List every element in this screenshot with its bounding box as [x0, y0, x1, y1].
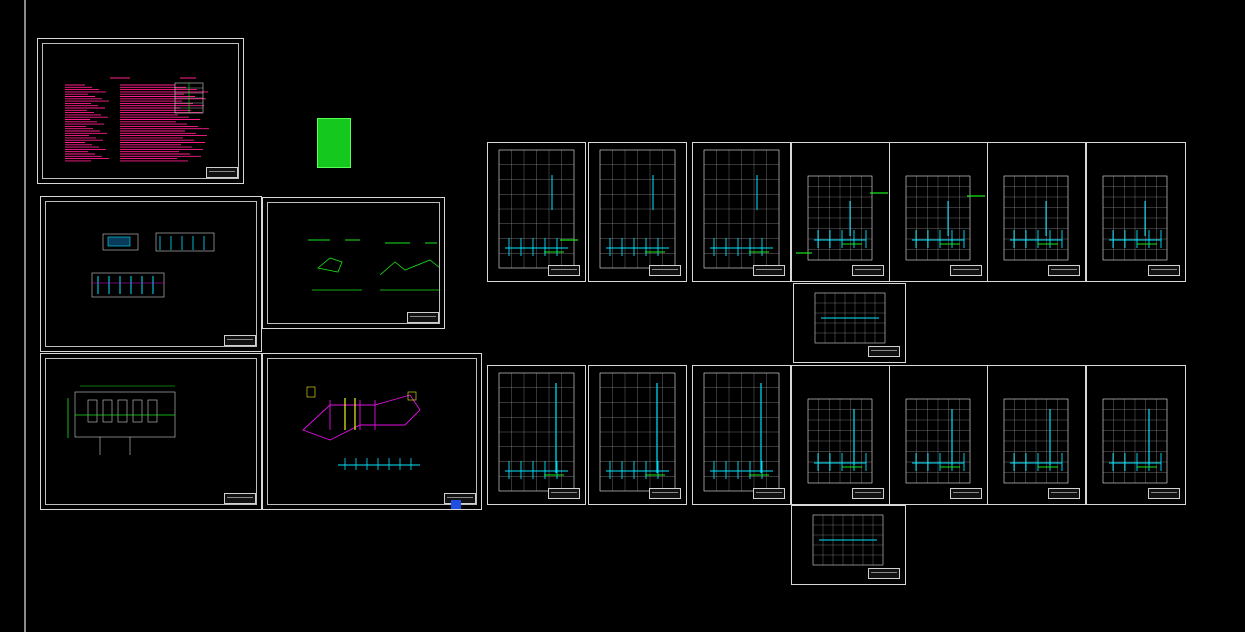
- sheet-floor-plan[interactable]: [692, 365, 791, 505]
- plan-outline: [498, 372, 575, 492]
- title-block: [548, 265, 580, 276]
- title-block: [950, 488, 982, 499]
- plan-outline: [703, 372, 780, 492]
- blue-selection-marker[interactable]: [451, 500, 461, 509]
- sheet-floor-plan[interactable]: [987, 365, 1086, 505]
- plan-outline: [703, 149, 780, 269]
- title-block: [868, 568, 900, 579]
- plan-outline: [807, 398, 873, 484]
- plan-outline: [498, 149, 575, 269]
- sheet-equipment-room-plan[interactable]: [40, 196, 262, 352]
- title-block: [1148, 265, 1180, 276]
- title-block: [1048, 265, 1080, 276]
- sheet-inner-border: [45, 358, 257, 505]
- title-block: [224, 493, 256, 504]
- title-block: [548, 488, 580, 499]
- sheet-pump-room-layout[interactable]: [40, 353, 262, 510]
- sheet-floor-plan[interactable]: [791, 365, 890, 505]
- sheet-inner-border: [267, 358, 477, 505]
- title-block: [753, 265, 785, 276]
- pump-unit: [132, 399, 143, 423]
- sheet-design-notes[interactable]: [37, 38, 244, 184]
- system-tag: [306, 386, 316, 398]
- sheet-inner-border: [42, 43, 239, 179]
- title-block: [1048, 488, 1080, 499]
- title-block: [852, 265, 884, 276]
- title-block: [868, 346, 900, 357]
- sheet-detail-drawings[interactable]: [262, 197, 445, 329]
- sheet-floor-plan[interactable]: [487, 142, 586, 282]
- sheet-floor-plan[interactable]: [1086, 142, 1186, 282]
- sheet-floor-plan[interactable]: [889, 365, 988, 505]
- equipment-unit: [107, 236, 131, 247]
- sheet-inner-border: [267, 202, 440, 324]
- detail-fitting: [379, 259, 441, 276]
- sheet-floor-plan[interactable]: [987, 142, 1086, 282]
- viewport-left-border: [24, 0, 26, 632]
- title-block: [950, 265, 982, 276]
- sheet-floor-plan[interactable]: [487, 365, 586, 505]
- sheet-floor-plan[interactable]: [889, 142, 988, 282]
- sheet-floor-plan[interactable]: [791, 142, 890, 282]
- sheet-floor-plan[interactable]: [692, 142, 791, 282]
- sheet-floor-plan[interactable]: [1086, 365, 1186, 505]
- title-block: [649, 265, 681, 276]
- title-block: [407, 312, 439, 323]
- plan-outline: [1102, 175, 1168, 261]
- pump-unit: [102, 399, 113, 423]
- equipment-plan: [102, 233, 139, 251]
- title-block: [852, 488, 884, 499]
- pump-unit: [147, 399, 158, 423]
- title-block: [753, 488, 785, 499]
- sheet-roof-plan[interactable]: [793, 283, 906, 363]
- sheet-roof-plan[interactable]: [791, 505, 906, 585]
- title-block: [206, 167, 238, 178]
- sheet-inner-border: [45, 201, 257, 347]
- plan-outline: [1003, 175, 1069, 261]
- system-tag: [407, 391, 417, 401]
- title-block: [224, 335, 256, 346]
- pump-unit: [117, 399, 128, 423]
- sheet-floor-plan[interactable]: [588, 142, 687, 282]
- plan-outline: [1102, 398, 1168, 484]
- plan-outline: [1003, 398, 1069, 484]
- plan-outline: [599, 372, 676, 492]
- equipment-section: [91, 272, 165, 298]
- plan-outline: [807, 175, 873, 261]
- plan-outline: [905, 175, 971, 261]
- plan-outline: [905, 398, 971, 484]
- green-legend-table[interactable]: [317, 118, 351, 168]
- pumproom-outline: [74, 391, 176, 438]
- sheet-system-diagram[interactable]: [262, 353, 482, 510]
- title-block: [649, 488, 681, 499]
- equipment-elevation: [155, 232, 215, 252]
- plan-outline: [599, 149, 676, 269]
- title-block: [1148, 488, 1180, 499]
- detail-fitting: [317, 257, 343, 273]
- pump-unit: [87, 399, 98, 423]
- sheet-floor-plan[interactable]: [588, 365, 687, 505]
